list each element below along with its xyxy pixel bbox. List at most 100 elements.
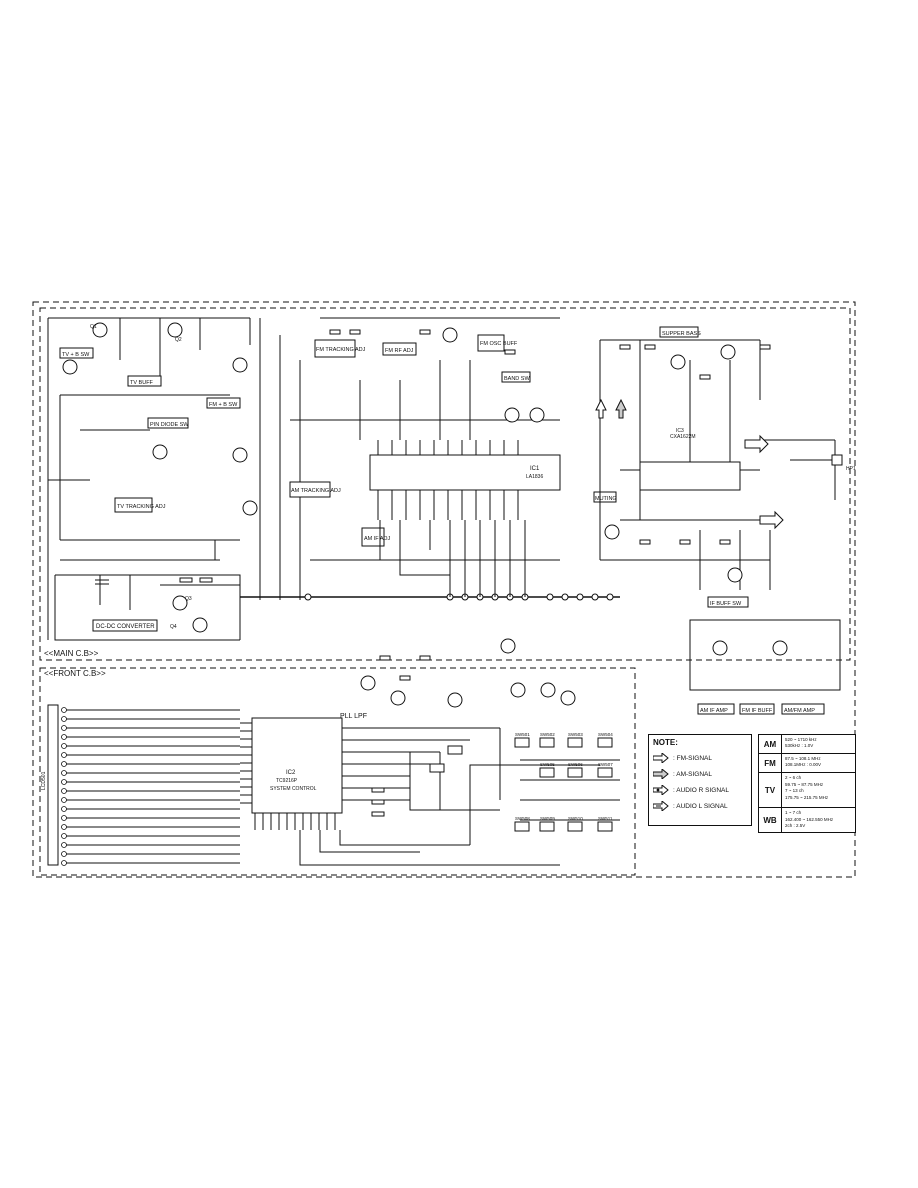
signal-arrows-right [595,398,784,530]
band-name: WB [759,808,782,832]
headphone-jack: HP1 [831,454,856,472]
ic2-part: TC9216P [276,778,298,784]
q4-label: Q4 [170,624,177,630]
band-row-am: AM 520 ~ 1710 kHz 530kHz : 1.0V [759,735,855,754]
note-item-am: : AM-SIGNAL [649,766,751,782]
svg-text:SW507: SW507 [598,762,613,767]
band-table: AM 520 ~ 1710 kHz 530kHz : 1.0V FM 87.5 … [758,734,856,833]
wiring-right [599,339,841,691]
block-dc-dc-converter: DC-DC CONVERTER [96,624,155,630]
pll-lpf-label: PLL LPF [340,713,367,720]
q3-label: Q3 [185,596,192,602]
svg-text:SW506: SW506 [568,762,583,767]
fm-signal-arrow-icon [653,753,669,763]
ic3-part: CXA1622M [670,434,696,440]
block-fm-tracking: FM TRACKING ADJ [316,347,366,353]
band-line: 2 ~ 6 ch [785,775,802,780]
lcd501-label: LCD501 [41,771,47,790]
note-item-label: : FM-SIGNAL [673,754,713,762]
lcd-lines [61,707,240,866]
lcd-connector: LCD501 [41,704,59,866]
ic1-pins [290,317,560,597]
main-cb-region [39,307,851,661]
note-legend: NOTE: : FM-SIGNAL : AM-SIGNAL : AUDIO R … [648,734,752,826]
block-fm-osc-buff: FM OSC BUFF [480,341,518,347]
ic2-func: SYSTEM CONTROL [270,786,317,792]
svg-text:SW509: SW509 [540,816,555,821]
note-item-audio-r: : AUDIO R SIGNAL [649,782,751,798]
band-name: FM [759,754,782,772]
block-fm-rf-adj: FM RF ADJ [385,348,414,354]
front-transistors [360,638,576,708]
audio-r-arrow-icon [653,785,669,795]
band-line: 162.400 ~ 162.550 MHz [785,816,834,822]
hp1-label: HP1 [846,466,856,472]
q1-label: Q1 [90,324,97,330]
band-line: 175.75 ~ 215.75 MHz [785,794,829,800]
ic2: IC2 TC9216P SYSTEM CONTROL [251,717,343,814]
ic1-name: IC1 [530,466,540,472]
svg-text:SW503: SW503 [568,732,583,737]
block-label-boxes: TV + B SW TV BUFF FM + B SW PIN DIODE SW… [59,326,825,715]
block-am-fm-amp: AM/FM AMP [784,708,815,714]
block-tv-b-sw: TV + B SW [62,352,90,358]
band-line: 7 ~ 13 ch [785,788,804,793]
wiring-top-left [47,317,301,641]
band-line: 1 ~ 7 ch [785,810,802,815]
transistors-top-left [62,322,258,633]
block-tv-tracking: TV TRACKING ADJ [117,504,166,510]
block-am-if-adj: AM IF ADJ [364,536,391,542]
band-line: 530kHz : 1.0V [785,743,814,748]
ic1-part: LA1836 [526,474,543,480]
band-name: TV [759,773,782,807]
band-line: 520 ~ 1710 kHz [785,737,817,742]
band-line: 87.5 ~ 108.1 MHz [785,756,821,761]
ic2-name: IC2 [286,770,296,776]
band-line: 108.1MHz : 0.00V [785,762,822,767]
ic3-name: IC3 [676,428,684,434]
front-cb-label: <<FRONT C.B>> [44,669,106,678]
block-fm-if-buff: FM IF BUFF [742,708,773,714]
main-cb-label: <<MAIN C.B>> [44,649,99,658]
note-item-label: : AUDIO R SIGNAL [673,786,729,794]
right-transistors [670,344,788,656]
switch-labels: SW501 SW502 SW503 SW504 SW505 SW506 SW50… [515,732,613,821]
block-tv-buff: TV BUFF [130,380,154,386]
svg-text:SW502: SW502 [540,732,555,737]
svg-text:SW508: SW508 [515,816,530,821]
block-band-sw: BAND SW [504,376,530,382]
am-signal-arrow-icon [653,769,669,779]
svg-text:SW505: SW505 [540,762,555,767]
band-line: 2ch : 2.5V [785,823,806,828]
audio-l-arrow-icon [653,801,669,811]
band-row-tv: TV 2 ~ 6 ch 59.75 ~ 87.75 MHz 7 ~ 13 ch … [759,773,855,808]
block-fm-b-sw: FM + B SW [209,402,238,408]
front-cb-region [39,667,636,876]
block-am-tracking: AM TRACKING ADJ [291,488,341,494]
center-transistors [442,327,620,540]
svg-text:SW511: SW511 [598,816,613,821]
switch-grid [429,737,613,832]
band-name: AM [759,735,782,753]
note-item-audio-l: : AUDIO L SIGNAL [649,798,751,814]
q2-label: Q2 [175,337,182,343]
note-title: NOTE: [653,738,678,747]
note-item-label: : AM-SIGNAL [673,770,713,778]
outer-frame [32,301,856,878]
band-row-fm: FM 87.5 ~ 108.1 MHz 108.1MHz : 0.00V [759,754,855,773]
ic3: IC3 CXA1622M [639,428,741,491]
block-if-buff-sw: IF BUFF SW [710,601,742,607]
band-row-wb: WB 1 ~ 7 ch 162.400 ~ 162.550 MHz 2ch : … [759,808,855,832]
passive-components [95,329,771,817]
note-item-label: : AUDIO L SIGNAL [673,802,728,810]
note-item-fm: : FM-SIGNAL [649,750,751,766]
svg-text:SW501: SW501 [515,732,530,737]
block-am-if-amp: AM IF AMP [700,708,728,714]
svg-text:SW510: SW510 [568,816,583,821]
block-muting: MUTING [595,496,617,502]
band-line: 59.75 ~ 87.75 MHz [785,781,824,787]
ic2-left-pins [240,722,620,866]
block-supper-bass: SUPPER BASS [662,331,701,337]
ic1: IC1 LA1836 [369,454,561,491]
